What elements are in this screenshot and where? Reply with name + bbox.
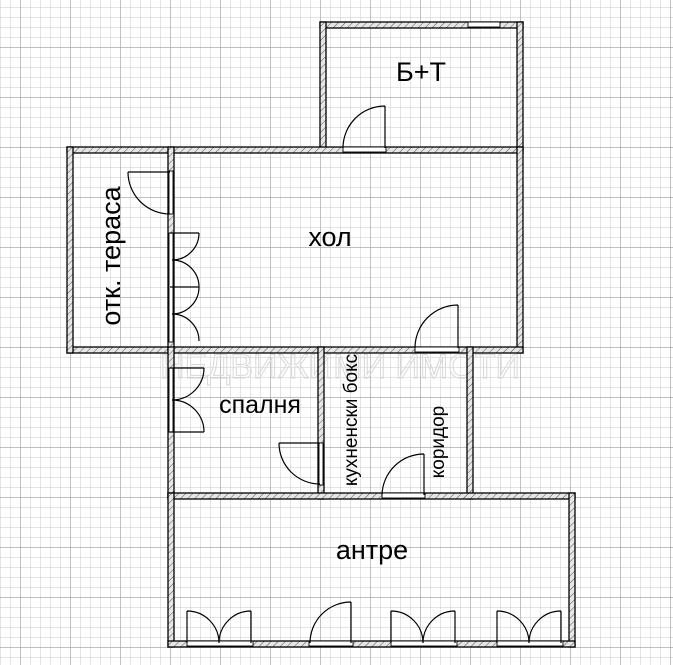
wall-entrance-right [568, 492, 576, 648]
openings [168, 21, 564, 647]
door-entrance-single [309, 601, 352, 644]
door-entrance-double-1 [186, 610, 252, 644]
wall-terrace-left [66, 146, 74, 354]
label-bath: Б+Т [396, 57, 446, 87]
window [467, 21, 501, 28]
wall-hall-top [66, 146, 524, 154]
doors [127, 105, 562, 644]
wall-entrance-top [167, 492, 576, 500]
wall-bath-right [516, 21, 524, 151]
room-labels: Б+Т хол отк. тераса спалня кухненски бок… [96, 57, 449, 565]
svg-text:НЕДВИЖИМИ ИМОТИ: НЕДВИЖИМИ ИМОТИ [160, 348, 520, 386]
label-bedroom: спалня [219, 391, 301, 419]
door-terrace-double-1 [170, 232, 200, 288]
door-bedroom-kitchen [278, 442, 321, 485]
walls [66, 21, 576, 648]
door-terrace-double-2 [171, 286, 200, 342]
door-bath [342, 105, 386, 149]
wall-corridor-right [466, 346, 474, 500]
label-kitchen: кухненски бокс [341, 354, 362, 486]
label-corridor: коридор [428, 406, 449, 479]
door-entrance-double-3 [496, 610, 562, 644]
wall-hall-right [516, 146, 524, 354]
door-bedroom-double [170, 367, 205, 433]
watermark: НЕДВИЖИМИ ИМОТИ [160, 348, 521, 387]
door-entrance-double-2 [390, 610, 456, 644]
door-hall-corridor [414, 304, 459, 349]
label-entrance: антре [336, 535, 408, 565]
wall-bath-left [319, 21, 327, 151]
door-kitchen-entrance [381, 453, 425, 496]
wall-entrance-left [167, 492, 175, 648]
label-hall: хол [308, 222, 351, 252]
wall-entrance-bottom [167, 640, 576, 648]
label-terrace: отк. тераса [96, 185, 126, 325]
door-terrace [127, 171, 171, 215]
